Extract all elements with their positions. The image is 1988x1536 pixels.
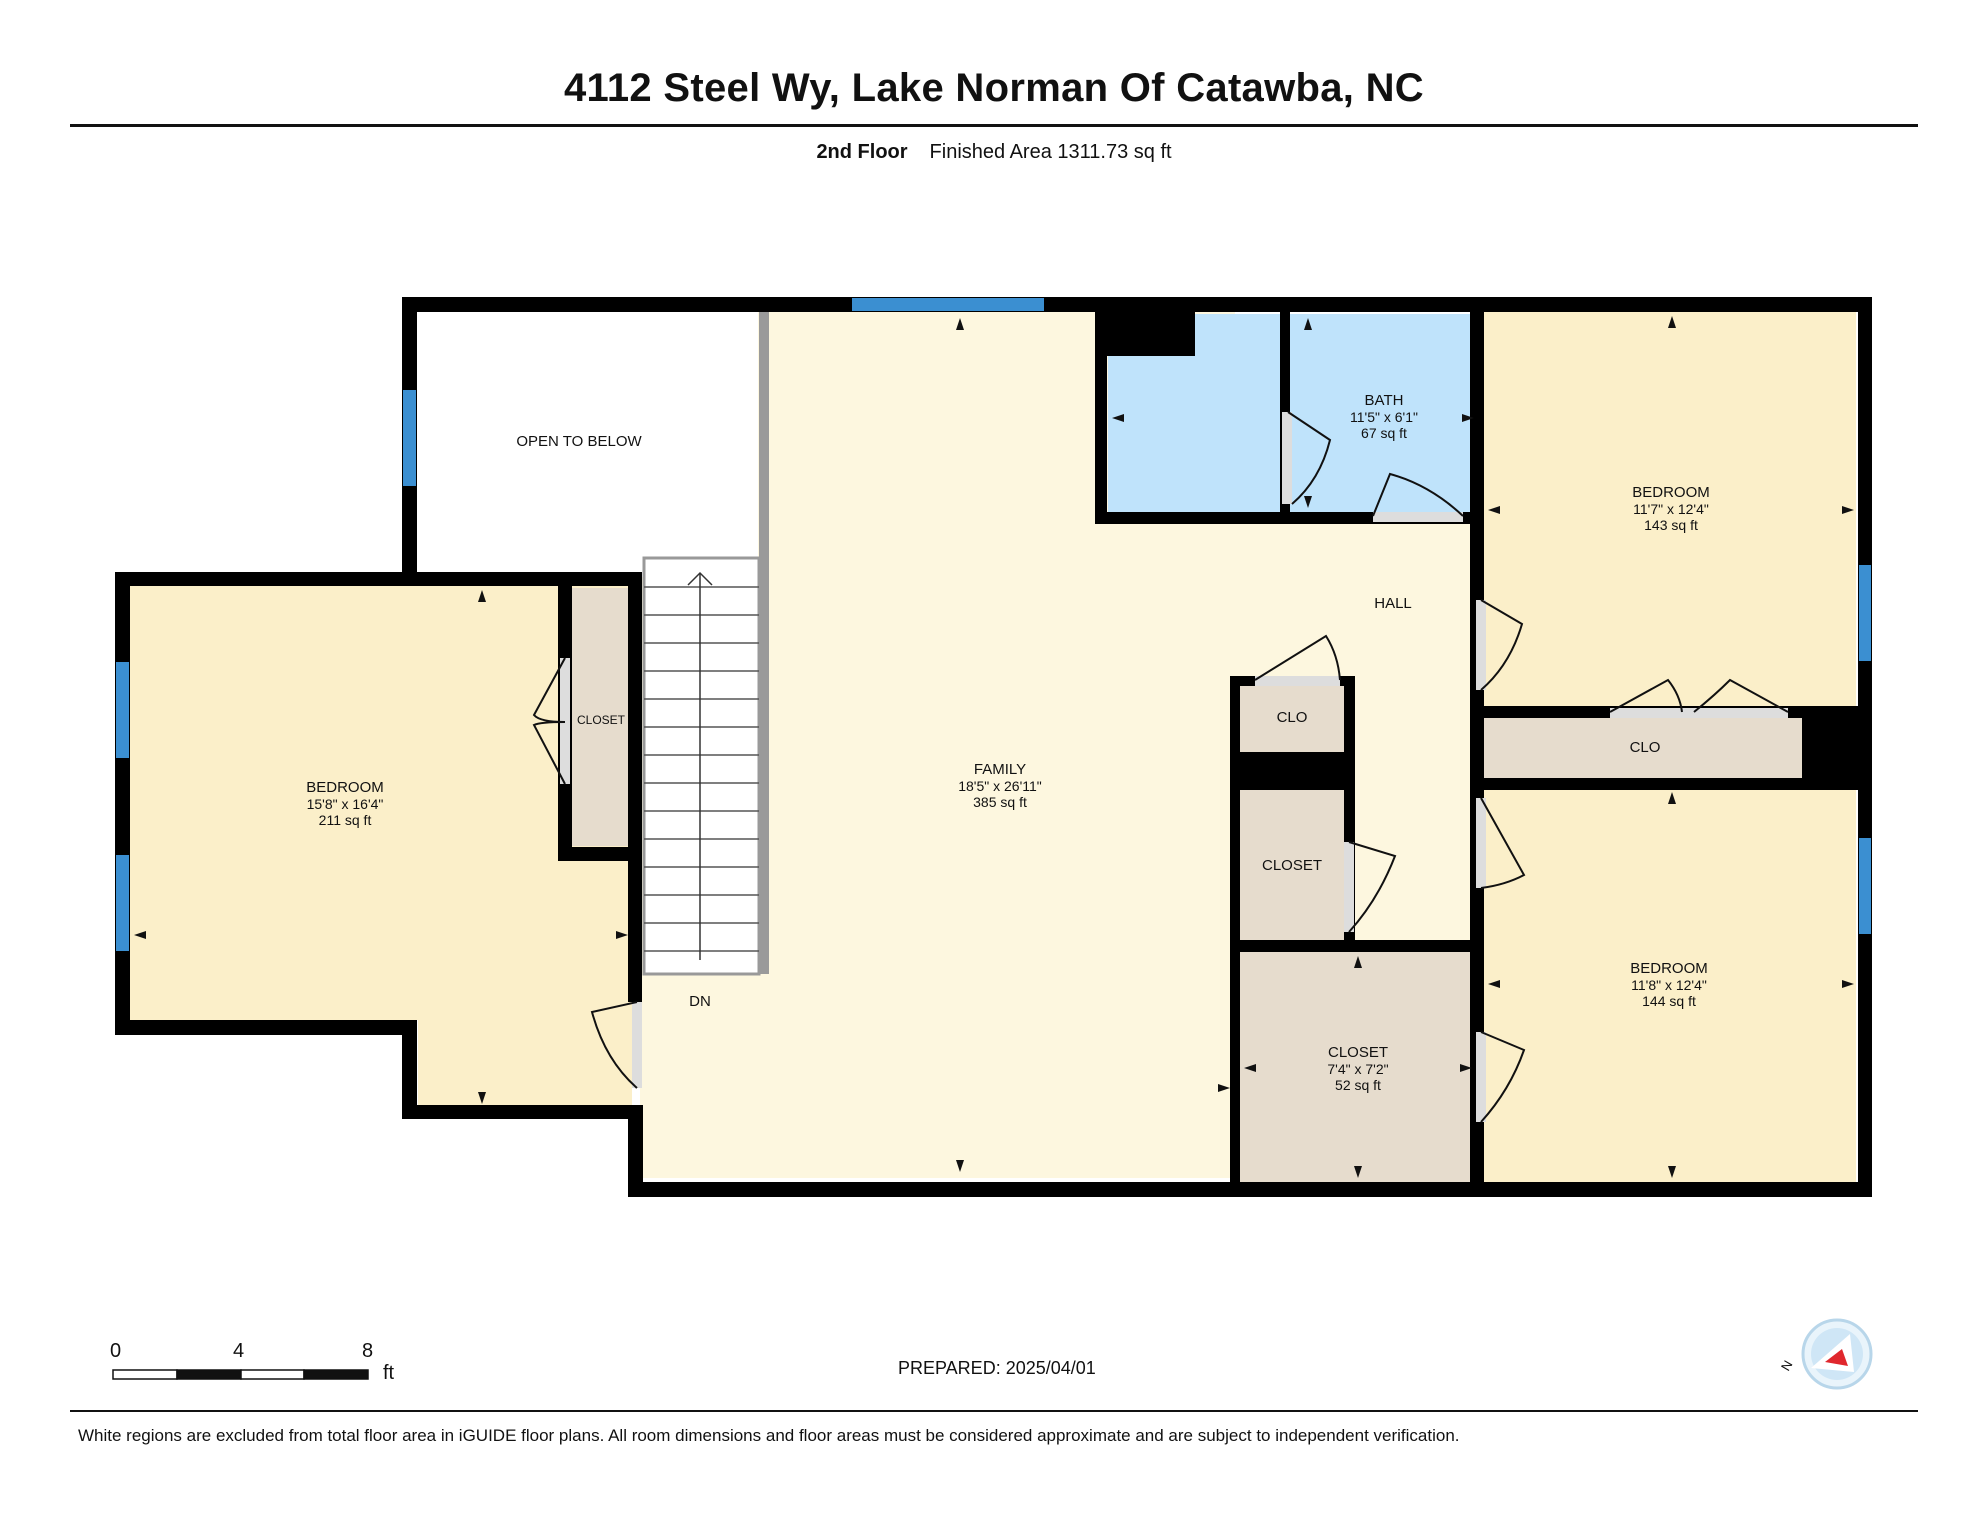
- floor-subtitle: 2nd Floor Finished Area 1311.73 sq ft: [0, 141, 1988, 164]
- window-bedroom-west-1: [116, 662, 129, 758]
- room-label-closet-mid: CLOSET: [1261, 857, 1323, 874]
- window-bedroom-se: [1859, 838, 1871, 934]
- room-label-clo-small: CLO: [1276, 709, 1308, 726]
- window-bedroom-west-2: [116, 855, 129, 951]
- scale-bar: [112, 1369, 369, 1380]
- scale-tick-4: 4: [233, 1340, 245, 1362]
- dimension-arrows: [134, 316, 1854, 1178]
- room-label-bedroom-west: BEDROOM 15'8" x 16'4" 211 sq ft: [306, 779, 384, 829]
- bedroom-ne-room: [1484, 312, 1856, 707]
- bedroom-west-room: [130, 586, 632, 1108]
- closet-mid-room: [1240, 790, 1344, 942]
- room-label-closet-south: CLOSET 7'4" x 7'2" 52 sq ft: [1327, 1044, 1389, 1094]
- room-label-hall: HALL: [1374, 595, 1412, 612]
- bedroom-se-room: [1484, 790, 1856, 1182]
- scale-tick-8: 8: [362, 1340, 374, 1362]
- room-label-bedroom-se: BEDROOM 11'8" x 12'4" 144 sq ft: [1630, 960, 1708, 1010]
- room-label-clo-long: CLO: [1629, 739, 1661, 756]
- footer-divider: [70, 1410, 1918, 1412]
- clo-small-room: [1240, 684, 1344, 752]
- windows: [116, 298, 1871, 951]
- window-bedroom-ne: [1859, 565, 1871, 661]
- room-label-bedroom-ne: BEDROOM 11'7" x 12'4" 143 sq ft: [1632, 484, 1710, 534]
- walls: [115, 297, 1872, 1197]
- page-title: 4112 Steel Wy, Lake Norman Of Catawba, N…: [563, 66, 1424, 110]
- room-label-family: FAMILY 18'5" x 26'11" 385 sq ft: [958, 761, 1042, 811]
- hall-area: [1095, 520, 1480, 945]
- compass-icon: [1801, 1318, 1873, 1390]
- prepared-date: PREPARED: 2025/04/01: [898, 1358, 1096, 1378]
- scale-unit: ft: [383, 1362, 395, 1384]
- closet-south-room: [1240, 952, 1476, 1182]
- staircase: [642, 556, 761, 976]
- closet-west-room: [572, 588, 630, 846]
- scale-tick-0: 0: [110, 1340, 122, 1362]
- stair-rail: [759, 312, 769, 974]
- title-divider: [70, 124, 1918, 127]
- doors: [532, 411, 1789, 1123]
- window-top: [852, 298, 1044, 311]
- room-label-open-to-below: OPEN TO BELOW: [516, 433, 642, 450]
- window-open-below: [403, 390, 416, 486]
- room-label-closet-west: CLOSET: [576, 713, 626, 727]
- room-label-bath: BATH 11'5" x 6'1" 67 sq ft: [1350, 392, 1418, 442]
- clo-long-room: [1484, 718, 1802, 778]
- open-to-below-area: [418, 312, 758, 577]
- finished-area: Finished Area 1311.73 sq ft: [929, 141, 1172, 163]
- floor-name: 2nd Floor: [816, 141, 908, 163]
- disclaimer-text: White regions are excluded from total fl…: [78, 1426, 1460, 1445]
- stairs-down-label: DN: [689, 993, 711, 1010]
